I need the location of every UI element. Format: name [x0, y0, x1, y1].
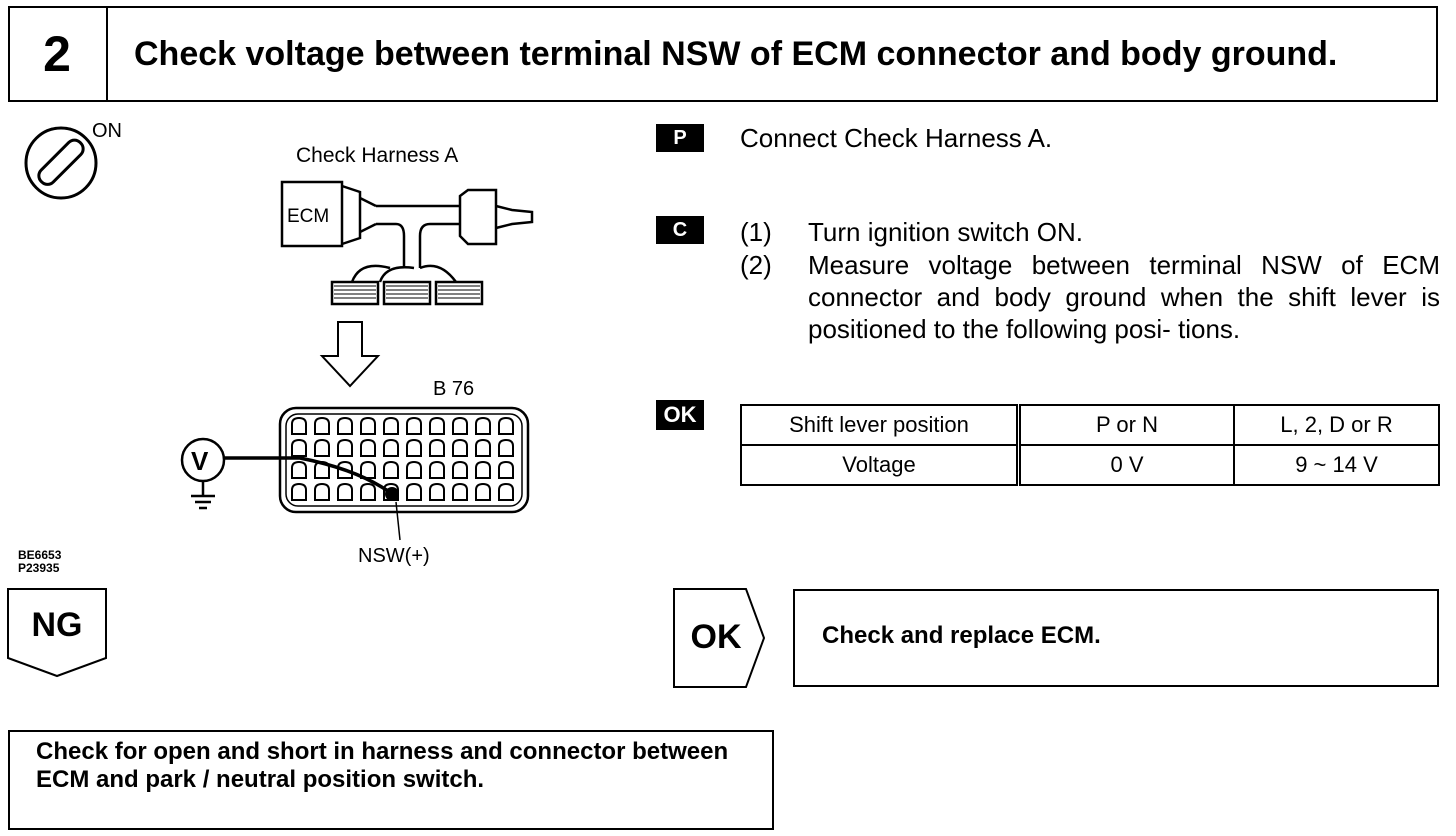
- connector-pin: [406, 482, 422, 501]
- ok-label: OK: [690, 618, 742, 656]
- step-number-2: (2): [740, 250, 772, 280]
- figure-code: P23935: [18, 561, 60, 575]
- step-text-1: Turn ignition switch ON.: [808, 217, 1084, 247]
- table-cell: 9 ~ 14 V: [1233, 444, 1440, 486]
- ng-action-box: [8, 730, 774, 830]
- step-number: 2: [8, 6, 108, 102]
- connector-pin: [360, 438, 376, 457]
- ng-label: NG: [31, 606, 83, 644]
- connector-pin: [406, 460, 422, 479]
- connector-pin: [360, 416, 376, 435]
- table-header-cell: P or N: [1017, 404, 1235, 446]
- connector-pin: [475, 482, 491, 501]
- connector-pin: [337, 416, 353, 435]
- connector-pin: [383, 438, 399, 457]
- connector-pin: [452, 460, 468, 479]
- voltmeter-label: V: [191, 446, 209, 476]
- down-arrow-icon: [319, 321, 381, 388]
- step-text-2: Measure voltage between terminal NSW of …: [808, 250, 1440, 344]
- connector-pin: [452, 438, 468, 457]
- connector-pin: [383, 416, 399, 435]
- ng-action-text: Check for open and short in harness and …: [36, 738, 729, 793]
- connector-pin: [314, 438, 330, 457]
- connector-pin: [360, 460, 376, 479]
- connector-pin: [406, 438, 422, 457]
- ng-flow-arrow: [7, 588, 107, 678]
- connector-pin: [429, 482, 445, 501]
- figure-code: BE6653: [18, 548, 62, 562]
- check-badge: C: [656, 216, 704, 244]
- connector-pin: [314, 416, 330, 435]
- table-row: Shift lever position P or N L, 2, D or R: [740, 404, 1440, 446]
- ok-action-text: Check and replace ECM.: [822, 622, 1101, 649]
- connector-pin: [291, 416, 307, 435]
- prepare-text: Connect Check Harness A.: [740, 123, 1053, 153]
- ok-badge: OK: [656, 400, 704, 430]
- nsw-terminal-probe: [385, 487, 399, 501]
- connector-pin: [337, 460, 353, 479]
- step-header: [8, 6, 1438, 102]
- harness-label: Check Harness A: [296, 144, 459, 167]
- harness-diagram: [7, 126, 534, 678]
- table-header-cell: L, 2, D or R: [1233, 404, 1440, 446]
- terminal-label: NSW(+): [358, 545, 430, 567]
- connector-pin: [429, 416, 445, 435]
- connector-pins: [291, 416, 514, 501]
- connector-pin: [475, 416, 491, 435]
- connector-pin: [406, 416, 422, 435]
- connector-pin: [337, 482, 353, 501]
- connector-pin: [429, 438, 445, 457]
- table-cell: 0 V: [1017, 444, 1235, 486]
- check-harness-icon: [280, 180, 534, 306]
- voltmeter-icon: [180, 437, 394, 510]
- ignition-on-label: ON: [92, 120, 122, 142]
- table-row: Voltage 0 V 9 ~ 14 V: [740, 444, 1440, 486]
- step-number-1: (1): [740, 217, 772, 247]
- connector-pin: [314, 482, 330, 501]
- connector-pin: [360, 482, 376, 501]
- connector-label: B 76: [433, 378, 475, 400]
- table-header-cell: Shift lever position: [740, 404, 1021, 446]
- connector-pin: [475, 460, 491, 479]
- ok-spec-table: Shift lever position P or N L, 2, D or R…: [740, 404, 1440, 486]
- ecm-label: ECM: [287, 206, 330, 227]
- connector-pin: [498, 416, 514, 435]
- connector-pin: [429, 460, 445, 479]
- ignition-key-icon: [24, 126, 98, 200]
- step-title: Check voltage between terminal NSW of EC…: [134, 35, 1338, 73]
- connector-pin: [383, 460, 399, 479]
- connector-pin: [452, 416, 468, 435]
- connector-pin: [291, 482, 307, 501]
- connector-pin: [475, 438, 491, 457]
- ok-result-box: [793, 589, 1439, 687]
- connector-pin: [337, 438, 353, 457]
- connector-pin: [498, 438, 514, 457]
- connector-pin: [498, 460, 514, 479]
- prepare-badge: P: [656, 124, 704, 152]
- table-cell: Voltage: [740, 444, 1021, 486]
- connector-b76: [278, 406, 530, 514]
- connector-pin: [452, 482, 468, 501]
- connector-pin: [291, 460, 307, 479]
- connector-pin: [498, 482, 514, 501]
- connector-pin: [291, 438, 307, 457]
